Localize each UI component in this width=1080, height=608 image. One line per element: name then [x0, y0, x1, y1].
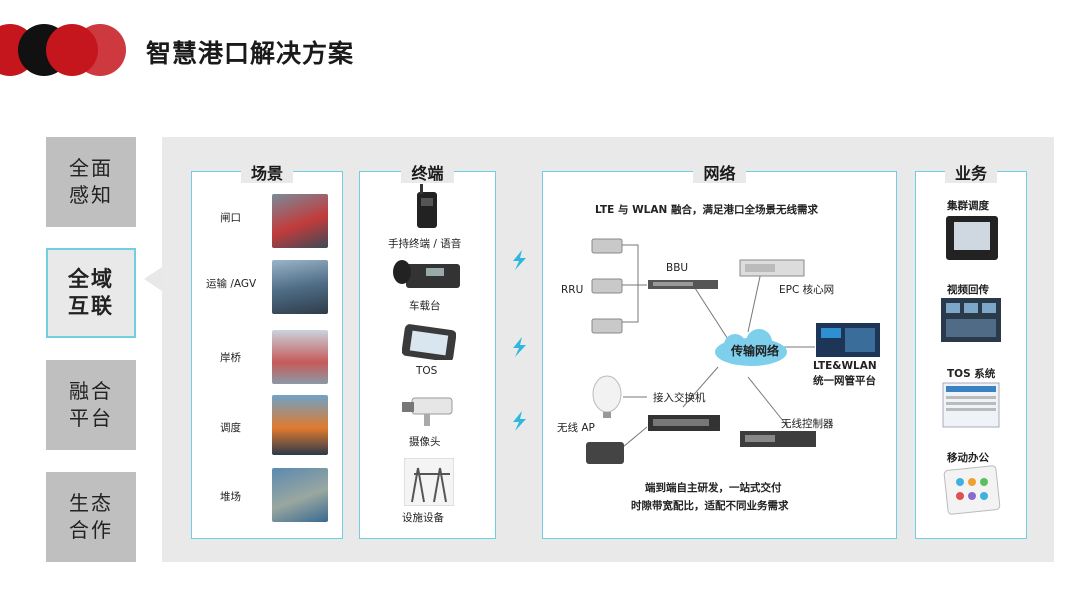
terminal-title: 终端 — [401, 164, 454, 183]
dispatch-console-icon — [946, 216, 998, 260]
scene-label-transport: 运输 /AGV — [206, 278, 257, 290]
switch-label: 接入交换机 — [653, 392, 706, 404]
scene-title: 场景 — [240, 164, 293, 183]
wireless-signal-icon — [513, 411, 526, 431]
ap-label: 无线 AP — [557, 422, 595, 434]
wireless-signal-icon — [513, 337, 526, 357]
nav-active-pointer — [144, 267, 162, 291]
terminal-label-facility: 设施设备 — [402, 512, 444, 524]
scene-label-crane: 岸桥 — [220, 352, 241, 364]
business-label-dispatch: 集群调度 — [947, 200, 989, 212]
diagram-panel: 场景 闸口 运输 /AGV 岸桥 调度 堆场 终端 手持终端 / 语音 车载台 … — [162, 137, 1054, 562]
nav-item-interconnect[interactable]: 全域互联 — [46, 248, 136, 338]
mgmt-label-line2: 统一网管平台 — [813, 375, 876, 387]
rru-unit-icon — [591, 318, 623, 334]
business-label-office: 移动办公 — [947, 452, 989, 464]
network-footnote-line2: 时隙带宽配比，适配不同业务需求 — [631, 500, 789, 512]
network-subtitle: LTE 与 WLAN 融合，满足港口全场景无线需求 — [595, 204, 818, 216]
tos-system-screen-icon — [942, 382, 1000, 428]
gate-photo — [272, 194, 328, 248]
page-title: 智慧港口解决方案 — [146, 39, 355, 68]
camera-icon — [402, 397, 453, 426]
access-switch-icon — [648, 415, 720, 431]
scene-label-gate: 闸口 — [220, 212, 241, 224]
yard-photo — [272, 468, 328, 522]
network-box: 网络 LTE 与 WLAN 融合，满足港口全场景无线需求 RRU BBU EPC… — [542, 164, 897, 539]
mobile-office-app-icon — [943, 465, 1001, 515]
facility-crane-icon — [404, 458, 454, 506]
rru-label: RRU — [561, 284, 584, 296]
wireless-signal-icon — [513, 250, 526, 270]
wireless-controller-icon — [740, 431, 816, 447]
handheld-radio-icon — [417, 184, 437, 228]
terminal-label-vehicle: 车载台 — [409, 300, 441, 312]
business-label-video: 视频回传 — [947, 284, 989, 296]
network-title: 网络 — [693, 164, 746, 183]
network-links — [621, 244, 815, 448]
business-title: 业务 — [944, 164, 997, 183]
controller-label: 无线控制器 — [781, 418, 834, 430]
terminal-label-handheld: 手持终端 / 语音 — [388, 238, 462, 250]
wireless-ap-base-icon — [586, 442, 624, 464]
bbu-unit-icon — [648, 280, 718, 289]
terminal-label-tos: TOS — [416, 365, 438, 377]
network-footnote-line1: 端到端自主研发，一站式交付 — [645, 482, 782, 494]
epc-server-icon — [739, 259, 805, 277]
network-management-screen-icon — [816, 323, 880, 357]
bbu-label: BBU — [666, 262, 689, 274]
scene-box: 场景 闸口 运输 /AGV 岸桥 调度 堆场 — [191, 164, 343, 539]
wireless-ap-icon — [592, 375, 622, 418]
dispatch-photo — [272, 395, 328, 455]
vehicle-radio-icon — [393, 260, 460, 288]
nav-item-perception[interactable]: 全面感知 — [46, 137, 136, 227]
rru-unit-icon — [591, 238, 623, 254]
cloud-icon — [715, 329, 787, 366]
crane-photo — [272, 330, 328, 384]
tablet-icon — [402, 324, 456, 360]
nav-item-ecosystem[interactable]: 生态合作 — [46, 472, 136, 562]
epc-label: EPC 核心网 — [779, 284, 835, 296]
nav-item-platform[interactable]: 融合平台 — [46, 360, 136, 450]
cloud-label: 传输网络 — [731, 344, 780, 358]
terminal-label-camera: 摄像头 — [409, 436, 441, 448]
scene-label-dispatch: 调度 — [220, 422, 241, 434]
scene-label-yard: 堆场 — [220, 491, 241, 503]
business-box: 业务 集群调度 视频回传 TOS 系统 移动办公 — [915, 164, 1027, 539]
brand-logo — [0, 24, 126, 80]
mgmt-label-line1: LTE&WLAN — [813, 360, 877, 372]
business-label-tos: TOS 系统 — [947, 368, 996, 380]
rru-unit-icon — [591, 278, 623, 294]
transport-photo — [272, 260, 328, 314]
video-wall-icon — [941, 298, 1001, 342]
terminal-box: 终端 手持终端 / 语音 车载台 TOS 摄像头 设施设备 — [359, 164, 496, 539]
